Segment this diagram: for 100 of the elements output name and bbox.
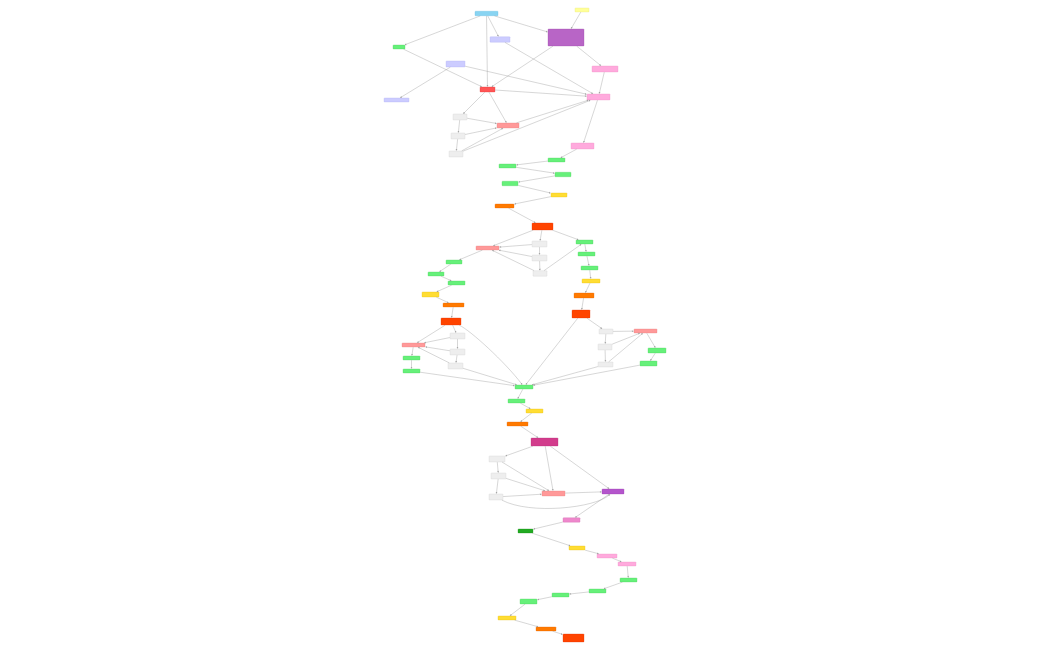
flow-box (535, 626, 557, 632)
flow-box (541, 490, 566, 497)
arrow (499, 244, 533, 248)
flow-box (445, 259, 463, 265)
arrow (516, 160, 549, 166)
arrow (451, 306, 454, 318)
arrow (538, 246, 541, 255)
flow-box (507, 398, 526, 404)
flow-box (619, 577, 638, 583)
arrow (440, 275, 452, 281)
flow-box (445, 60, 466, 68)
flow-box (496, 122, 520, 129)
arrow (525, 317, 578, 385)
arrow (575, 493, 610, 518)
arrow (424, 337, 451, 344)
arrow (495, 478, 499, 494)
arrow (583, 99, 598, 143)
flow-box (547, 28, 585, 47)
flow-box (550, 192, 568, 198)
arrow (417, 324, 446, 343)
arrow (459, 249, 483, 260)
arrow (487, 15, 499, 37)
arrow (646, 332, 656, 348)
arrow (492, 250, 535, 271)
flow-box (581, 278, 601, 284)
flow-box (551, 592, 570, 598)
arrow (586, 255, 590, 266)
flow-box (571, 309, 591, 319)
arrow (452, 324, 457, 333)
arrow (543, 244, 582, 271)
arrow (467, 118, 497, 124)
flow-box (531, 222, 554, 231)
flow-box (392, 44, 406, 50)
arrow (488, 91, 507, 123)
arrow (461, 128, 503, 152)
arrow (550, 445, 610, 489)
arrow (506, 478, 545, 491)
arrow (400, 66, 451, 98)
flow-box (586, 93, 611, 101)
arrow (494, 15, 548, 33)
arrow (501, 494, 610, 509)
arrow (612, 330, 634, 332)
flow-box (479, 86, 496, 93)
arrow (436, 296, 449, 303)
flow-box (488, 455, 506, 463)
flow-box (525, 408, 544, 414)
arrow (604, 333, 606, 344)
arrow (504, 42, 593, 94)
flow-box (449, 348, 466, 356)
flow-box (639, 360, 658, 367)
flow-box (570, 142, 595, 150)
flow-box (514, 384, 534, 390)
flow-box (448, 150, 464, 158)
arrow (517, 388, 524, 399)
arrow (627, 565, 629, 578)
arrow (545, 445, 554, 491)
arrow (552, 630, 563, 635)
flow-box (517, 528, 534, 534)
arrow (502, 461, 549, 491)
arrow (404, 15, 481, 45)
flow-box (554, 172, 572, 177)
arrow (425, 346, 451, 351)
flow-box (497, 615, 517, 621)
arrow (459, 324, 523, 385)
arrow (456, 338, 459, 349)
arrow (611, 333, 640, 345)
arrow (455, 354, 458, 363)
arrow (486, 15, 489, 87)
arrow (560, 148, 577, 158)
arrow (503, 493, 542, 497)
arrow (510, 603, 526, 616)
arrow (418, 347, 450, 363)
flow-box (596, 553, 618, 559)
arrow (608, 333, 643, 362)
flow-box (442, 302, 465, 308)
flow-box (427, 271, 445, 277)
arrow (508, 207, 536, 223)
flow-box (547, 157, 566, 163)
flow-box (401, 342, 426, 348)
flow-box (506, 421, 529, 427)
flow-box (591, 65, 619, 73)
flow-box (598, 328, 614, 335)
flow-box (494, 203, 515, 209)
flow-box (421, 291, 440, 298)
arrow (518, 185, 551, 194)
arrow (493, 229, 534, 246)
arrow (576, 45, 601, 66)
arrow (565, 491, 602, 494)
arrow (539, 260, 541, 271)
arrow (411, 346, 414, 356)
arrow (571, 11, 581, 29)
arrow (581, 297, 584, 310)
flow-box (450, 132, 466, 140)
arrow (465, 127, 497, 135)
arrow (403, 48, 482, 87)
flow-box (573, 292, 595, 299)
arrow (552, 229, 579, 240)
arrow (491, 45, 554, 87)
arrow (436, 284, 452, 292)
arrow (650, 352, 656, 361)
